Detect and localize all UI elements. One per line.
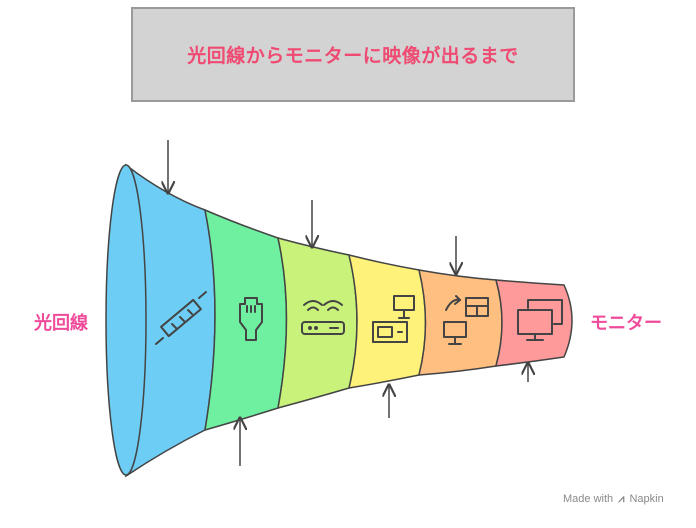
end-label: モニター [590,313,662,334]
napkin-logo-icon: ⩘ [618,493,625,505]
title-box: 光回線からモニターに映像が出るまで [131,7,575,102]
stage-segment-2 [203,208,288,432]
funnel-opening [105,164,147,476]
made-with-napkin-watermark: Made with ⩘ Napkin [563,493,664,506]
stage-segment-6 [494,279,573,367]
watermark-brand: Napkin [629,493,664,505]
computer-with-desktop-tower-icon [372,295,415,343]
watermark-prefix: Made with [563,493,614,505]
wifi-router-icon [301,300,345,335]
start-label: 光回線 [34,313,88,334]
pc-screen-switching-icon [443,295,489,345]
diagram-title: 光回線からモニターに映像が出るまで [187,45,519,67]
ethernet-connector-icon [239,297,263,341]
dual-monitor-icon [517,299,563,341]
optical-fiber-cable-icon [155,291,207,345]
